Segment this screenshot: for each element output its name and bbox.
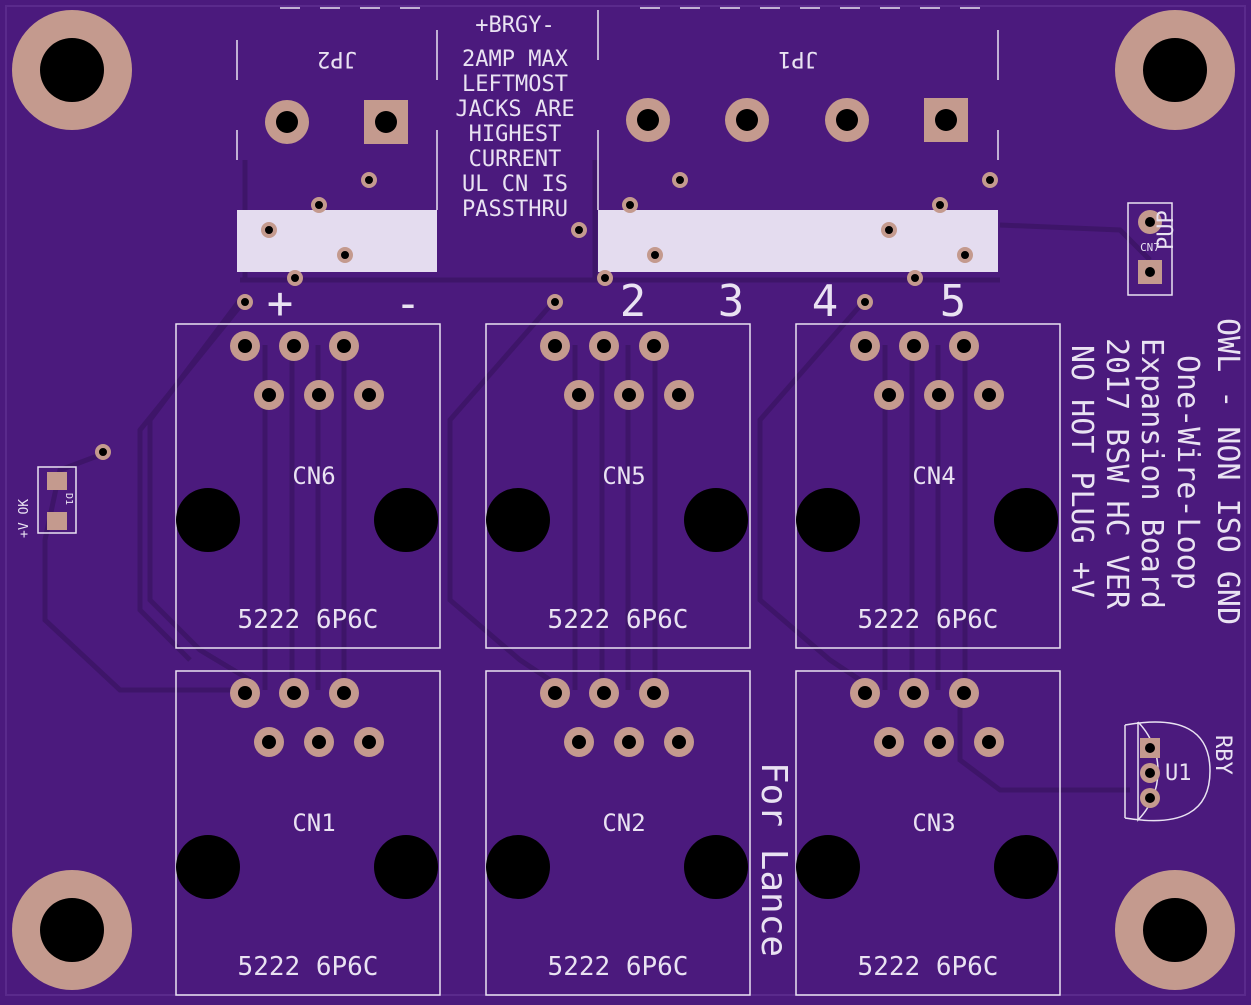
connectors: CN6 5222 6P6C CN5 5222 6P6C CN4 5222 6P6C CN1 5…: [175, 323, 1061, 996]
pin-label-minus: -: [395, 278, 422, 329]
rj25-connector: CN5 5222 6P6C: [485, 323, 751, 649]
connector-ref-label: CN1: [292, 809, 335, 837]
pin-label-5: 5: [940, 276, 967, 327]
side-text-line: NO HOT PLUG +V: [1064, 345, 1099, 598]
connector-mount-hole: [796, 488, 860, 552]
connector-mount-hole: [994, 488, 1058, 552]
connector-mount-hole: [374, 835, 438, 899]
cn7-outline: [1127, 202, 1173, 296]
side-text-line: One-Wire-Loop: [1170, 355, 1205, 590]
connector-ref-label: CN6: [292, 462, 335, 490]
note-line: PASSTHRU: [462, 197, 568, 222]
connector-ref-label: CN3: [912, 809, 955, 837]
connector-mount-hole: [684, 835, 748, 899]
vias: [95, 172, 998, 460]
connector-part-label: 5222 6P6C: [238, 605, 379, 635]
mounting-holes: [12, 10, 1235, 990]
d1-pad: [47, 472, 67, 490]
connector-part-label: 5222 6P6C: [548, 605, 689, 635]
header-notes: +BRGY- 2AMP MAX LEFTMOST JACKS ARE HIGHE…: [455, 13, 574, 222]
connector-ref-label: CN4: [912, 462, 955, 490]
connector-mount-hole: [176, 488, 240, 552]
header-pads: [265, 98, 968, 144]
connector-mount-hole: [486, 835, 550, 899]
connector-mount-hole: [684, 488, 748, 552]
cn7-label: CN7: [1140, 241, 1160, 254]
pin-label-4: 4: [812, 276, 839, 327]
connector-outline: [485, 670, 751, 996]
jp2-label: JP2: [317, 46, 357, 71]
connector-ref-label: CN5: [602, 462, 645, 490]
rj25-connector: CN1 5222 6P6C: [175, 670, 441, 996]
pin-labels: + - 2 3 4 5: [267, 276, 967, 329]
connector-mount-hole: [796, 835, 860, 899]
u1-label: U1: [1165, 761, 1192, 786]
jp1-label: JP1: [778, 46, 818, 71]
d1-label: D1: [63, 493, 74, 505]
connector-mount-hole: [176, 835, 240, 899]
header-outlines: [236, 7, 999, 210]
side-text-line: 2017 BSW HC VER: [1099, 338, 1134, 610]
connector-outline: [175, 323, 441, 649]
note-line: UL CN IS: [462, 172, 568, 197]
pin-label-3: 3: [718, 276, 745, 327]
connector-mount-hole: [374, 488, 438, 552]
side-text-line: OWL - NON ISO GND: [1210, 318, 1245, 625]
dedication-text: For Lance: [753, 762, 794, 957]
rj25-connector: CN6 5222 6P6C: [175, 323, 441, 649]
note-line: +BRGY-: [475, 13, 554, 38]
connector-ref-label: CN2: [602, 809, 645, 837]
u1-pins-label: RBY: [1210, 735, 1235, 775]
rj25-connector: CN3 5222 6P6C: [795, 670, 1061, 996]
connector-outline: [485, 323, 751, 649]
rj25-connector: CN2 5222 6P6C: [485, 670, 751, 996]
pin-label-plus: +: [267, 278, 294, 329]
rj25-connector: CN4 5222 6P6C: [795, 323, 1061, 649]
pup-label: PUP: [1154, 210, 1179, 250]
note-line: HIGHEST: [469, 122, 562, 147]
connector-mount-hole: [994, 835, 1058, 899]
note-line: LEFTMOST: [462, 72, 568, 97]
connector-part-label: 5222 6P6C: [858, 952, 999, 982]
led-label: +V OK: [17, 499, 32, 538]
silk-block-right: [598, 210, 998, 272]
note-line: CURRENT: [469, 147, 562, 172]
connector-outline: [175, 670, 441, 996]
connector-part-label: 5222 6P6C: [238, 952, 379, 982]
pin-label-2: 2: [620, 276, 647, 327]
connector-outline: [795, 323, 1061, 649]
side-text-line: Expansion Board: [1134, 338, 1169, 609]
connector-mount-hole: [486, 488, 550, 552]
connector-part-label: 5222 6P6C: [548, 952, 689, 982]
silk-block-left: [237, 210, 437, 272]
connector-part-label: 5222 6P6C: [858, 605, 999, 635]
note-line: 2AMP MAX: [462, 47, 569, 72]
connector-outline: [795, 670, 1061, 996]
d1-pad: [47, 512, 67, 530]
d1-outline: [37, 466, 77, 534]
note-line: JACKS ARE: [455, 97, 574, 122]
side-text: OWL - NON ISO GND One-Wire-Loop Expansio…: [1064, 318, 1245, 625]
